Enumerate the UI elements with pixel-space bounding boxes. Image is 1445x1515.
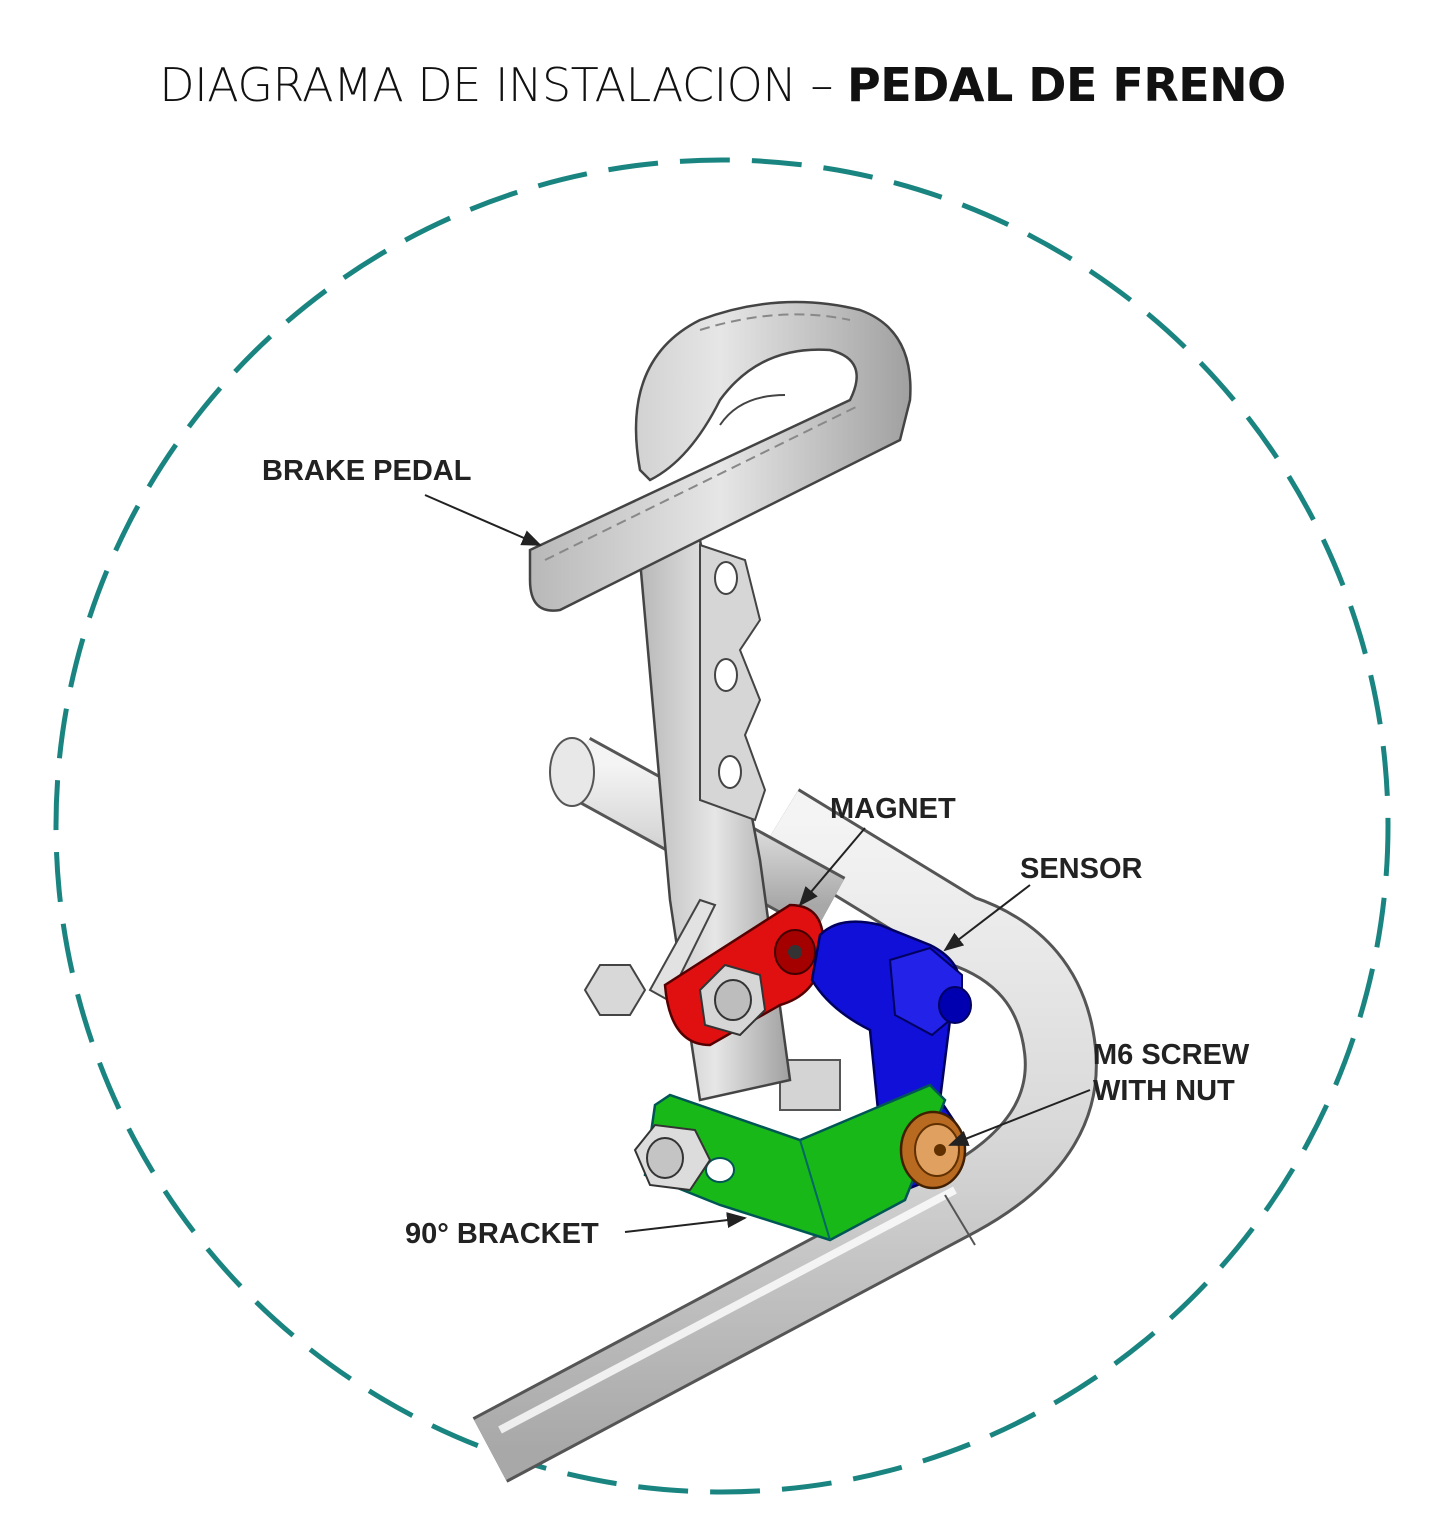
label-sensor: SENSOR (1020, 853, 1143, 885)
detail-circle (53, 157, 1391, 1495)
title-emphasis: PEDAL DE FRENO (847, 58, 1286, 112)
title-prefix: DIAGRAMA DE INSTALACION – (159, 58, 848, 112)
screw-part (899, 1110, 967, 1190)
bracket-nut (633, 1123, 712, 1192)
pedal-nut (698, 963, 767, 1037)
label-brake-pedal: BRAKE PEDAL (262, 455, 471, 487)
label-screw-line1: M6 SCREW (1093, 1039, 1250, 1071)
label-magnet: MAGNET (830, 793, 956, 825)
leader-lines (424, 494, 1091, 1233)
label-screw-line2: WITH NUT (1093, 1075, 1235, 1107)
label-bracket: 90° BRACKET (405, 1218, 599, 1250)
frame-tube (472, 788, 1098, 1483)
diagram-title: DIAGRAMA DE INSTALACION – PEDAL DE FRENO (0, 58, 1445, 112)
